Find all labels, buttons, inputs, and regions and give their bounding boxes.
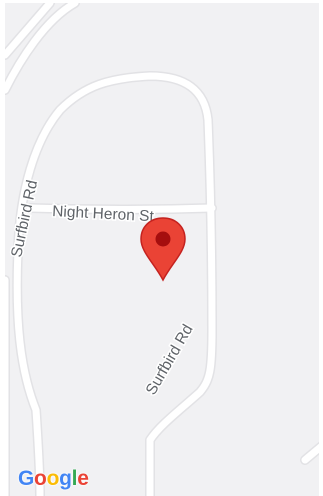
map-pin-icon[interactable] — [138, 216, 188, 282]
frame-right-edge — [319, 0, 323, 496]
logo-letter: e — [77, 467, 89, 490]
road-top-left-b — [1, 0, 79, 94]
road-top-left-a — [1, 0, 54, 59]
google-logo: Google — [18, 467, 89, 491]
logo-letter: l — [71, 467, 78, 490]
road-night-heron — [26, 204, 216, 213]
street-label-surfbird-right: Surfbird Rd — [143, 322, 197, 398]
road-surfbird-loop — [13, 72, 216, 496]
logo-letter: o — [46, 467, 60, 490]
frame-top-edge — [0, 0, 323, 3]
frame-left-edge — [0, 0, 5, 496]
street-label-night-heron: Night Heron St — [52, 203, 155, 225]
logo-letter: o — [34, 467, 47, 490]
logo-letter: g — [59, 467, 72, 490]
logo-letter: G — [18, 467, 35, 490]
street-label-surfbird-left: Surfbird Rd — [8, 179, 41, 259]
